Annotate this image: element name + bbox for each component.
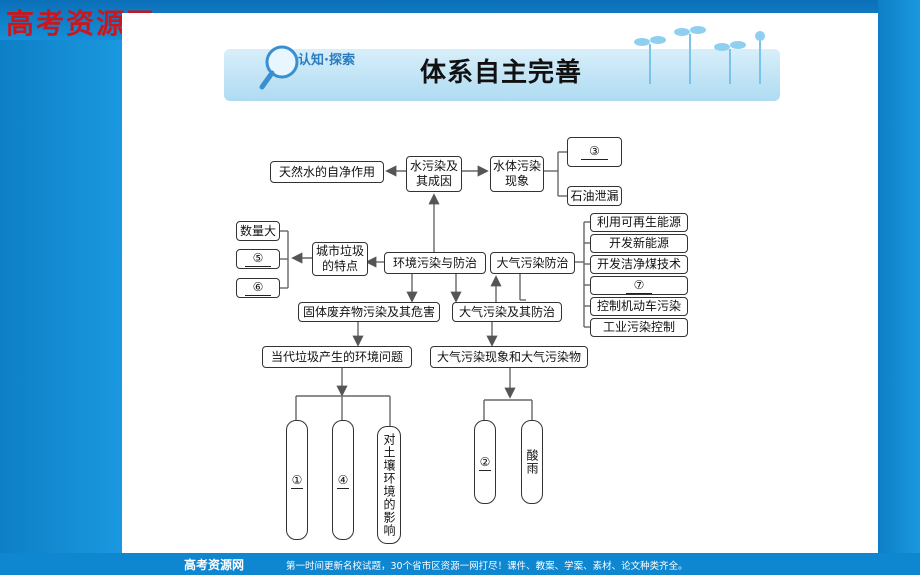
sprout-decoration-icon [634, 26, 765, 84]
blank-6-label: ⑥ [244, 280, 272, 296]
quantity-large-box: 数量大 [236, 221, 280, 241]
magnifier-icon [259, 45, 299, 90]
acid-rain-label: 酸雨 [525, 449, 539, 475]
clean-coal-box: 开发洁净煤技术 [590, 255, 688, 274]
footer-brand: 高考资源网 [184, 558, 245, 572]
section-tag: 认知·探索 [298, 53, 355, 68]
env-pollution-control-box: 环境污染与防治 [384, 252, 486, 274]
blank-5-label: ⑤ [244, 251, 272, 267]
page-title: 体系自主完善 [420, 58, 583, 88]
contemporary-garbage-box: 当代垃圾产生的环境问题 [262, 346, 412, 368]
blank-2-label: ② [478, 454, 492, 471]
blank-7-box: ⑦ [590, 276, 688, 295]
vehicle-pollution-box: 控制机动车污染 [590, 297, 688, 316]
blank-3-label: ③ [581, 144, 608, 160]
blank-6-box: ⑥ [236, 278, 280, 298]
air-pollution-box: 大气污染及其防治 [452, 302, 562, 322]
industrial-pollution-box: 工业污染控制 [590, 318, 688, 337]
acid-rain-box: 酸雨 [521, 420, 543, 504]
blank-4-label: ④ [336, 472, 350, 489]
blank-4-box: ④ [332, 420, 354, 540]
solid-waste-box: 固体废弃物污染及其危害 [298, 302, 440, 322]
urban-garbage-features-box: 城市垃圾的特点 [312, 242, 368, 276]
footer-bar: 高考资源网 第一时间更新名校试题，30个省市区资源一网打尽！课件、教案、学案、素… [0, 553, 920, 575]
water-pollution-causes-box: 水污染及其成因 [406, 156, 462, 192]
renewable-energy-box: 利用可再生能源 [590, 213, 688, 232]
soil-effect-label: 对土壤环境的影响 [382, 433, 396, 537]
soil-effect-box: 对土壤环境的影响 [377, 426, 401, 544]
footer-text: 第一时间更新名校试题，30个省市区资源一网打尽！课件、教案、学案、素材、论文种类… [286, 561, 688, 572]
blank-7-label: ⑦ [625, 278, 653, 294]
develop-new-energy-box: 开发新能源 [590, 234, 688, 253]
blank-1-box: ① [286, 420, 308, 540]
left-decoration [0, 40, 122, 575]
air-phenomena-box: 大气污染现象和大气污染物 [430, 346, 588, 368]
blank-5-box: ⑤ [236, 249, 280, 269]
blank-3-box: ③ [567, 137, 622, 167]
blank-2-box: ② [474, 420, 496, 504]
oil-spill-box: 石油泄漏 [567, 186, 622, 206]
air-pollution-control-box: 大气污染防治 [490, 252, 575, 274]
blank-1-label: ① [290, 472, 304, 489]
right-decoration [878, 0, 920, 575]
header-banner [224, 49, 780, 101]
water-pollution-phenomena-box: 水体污染现象 [490, 156, 544, 192]
natural-purification-box: 天然水的自净作用 [270, 161, 384, 183]
